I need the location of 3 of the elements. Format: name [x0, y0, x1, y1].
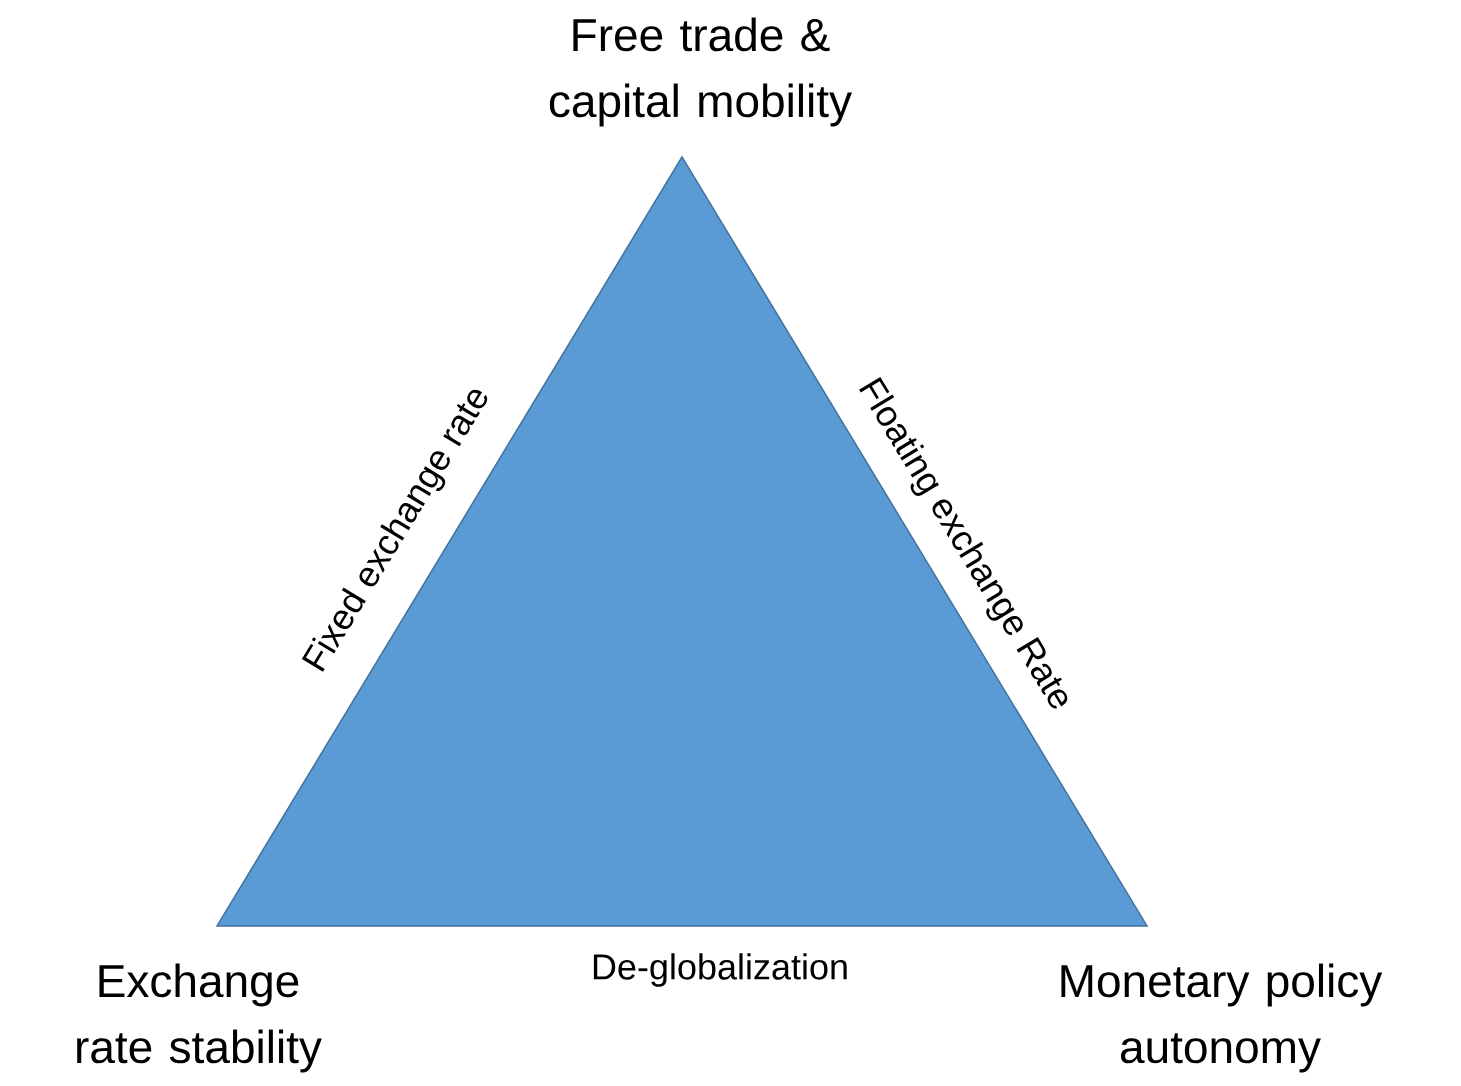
corner-label: Exchange rate stability	[77, 963, 322, 1073]
corner-label: Monetary policy autonomy	[1061, 963, 1383, 1073]
corner-label: Free trade & capital mobility	[549, 17, 852, 127]
